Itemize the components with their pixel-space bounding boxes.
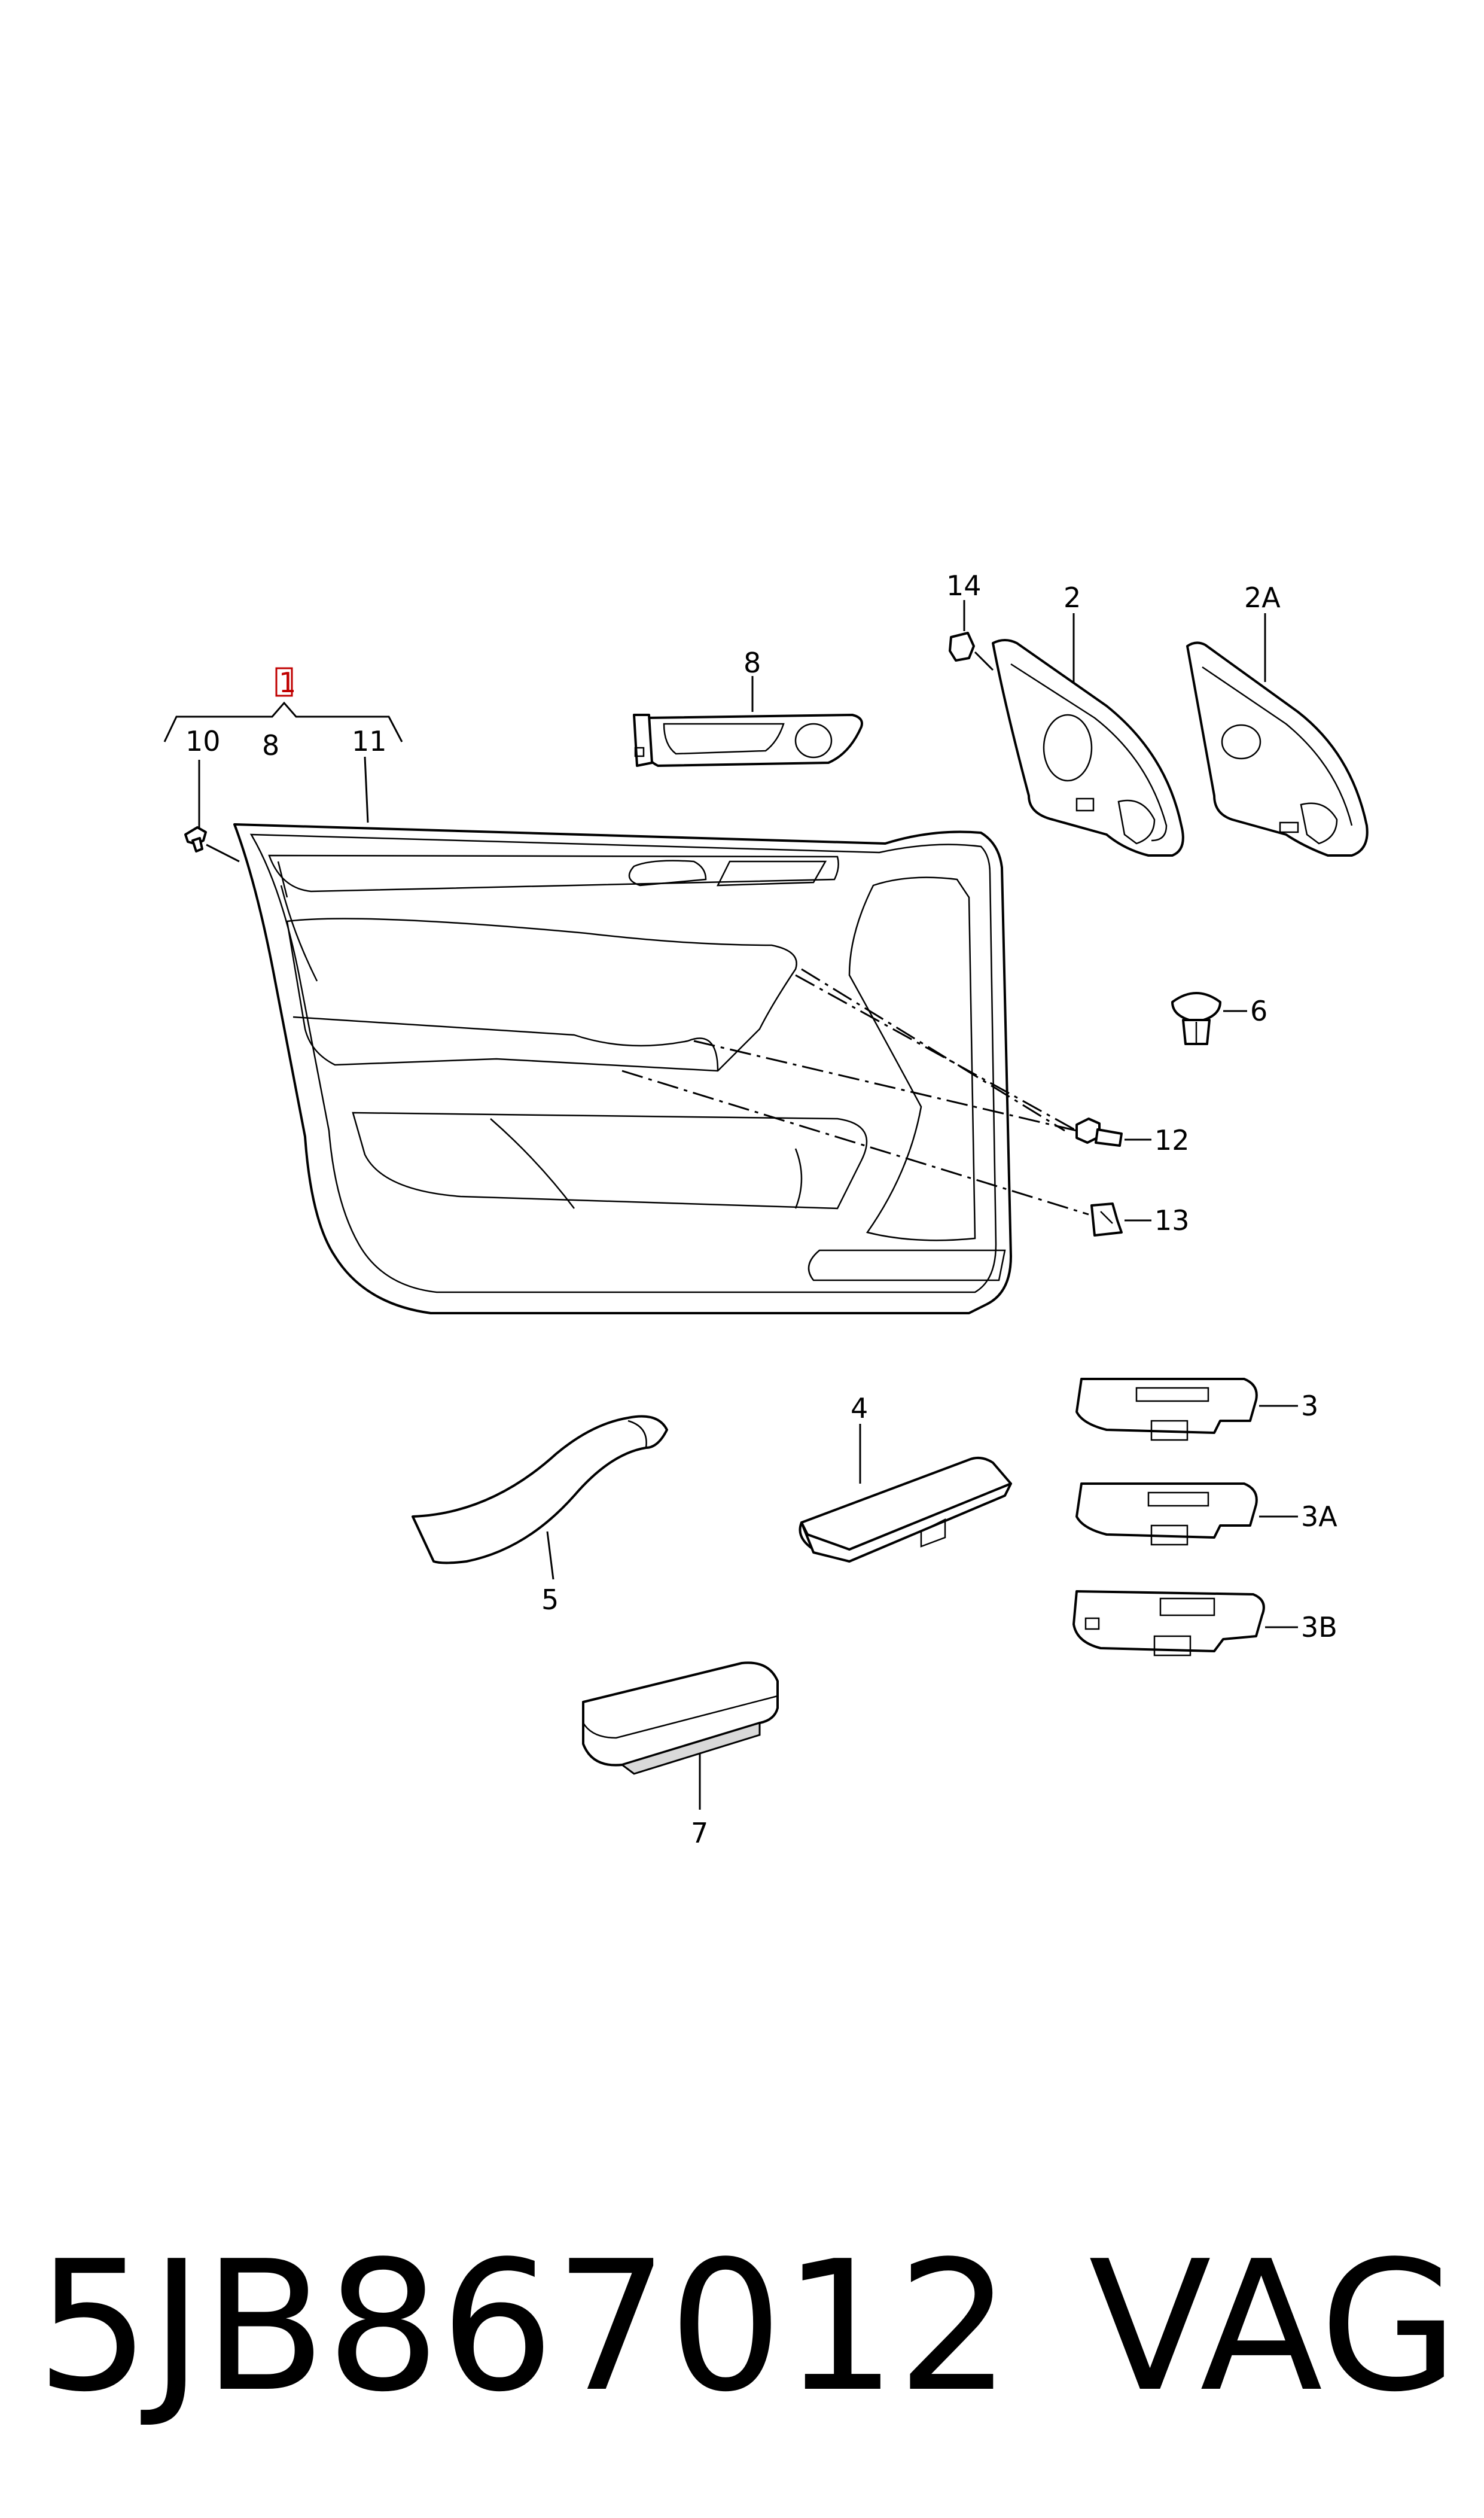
callout-12: 12 (1154, 1124, 1190, 1156)
switch-trim-part-3B: 3B (1072, 1590, 1337, 1657)
callout-1: 1 (279, 666, 296, 699)
callout-3: 3 (1301, 1390, 1318, 1422)
callout-13: 13 (1154, 1204, 1190, 1237)
callout-14: 14 (946, 570, 982, 602)
clip-part-10 (184, 760, 240, 863)
handle-trim-part-8: 8 (633, 647, 863, 767)
callout-3B: 3B (1301, 1611, 1337, 1643)
callout-4: 4 (851, 1392, 868, 1424)
group-bracket-1: 1 10 8 11 (163, 666, 403, 762)
callout-7: 7 (691, 1817, 708, 1849)
callout-11: 11 (352, 725, 387, 757)
armrest-cover-part-4: 4 (799, 1392, 1012, 1563)
callout-5: 5 (541, 1584, 559, 1616)
callout-2A: 2A (1244, 581, 1281, 614)
trim-strip-part-5: 5 (412, 1415, 668, 1616)
callout-8: 8 (743, 647, 761, 679)
footer: 5JB867012 VAG (0, 2213, 1484, 2441)
clip-part-14: 14 (946, 570, 994, 671)
clip-nut-part-13: 13 (621, 1070, 1190, 1237)
door-trim-panel-part-11 (233, 756, 1012, 1314)
screw-part-12: 12 (693, 968, 1190, 1156)
callout-8-group: 8 (262, 729, 279, 762)
part-number: 5JB867012 (36, 2222, 1011, 2431)
storage-tray-part-7: 7 (582, 1661, 779, 1849)
callout-10: 10 (185, 725, 221, 757)
callout-6: 6 (1250, 995, 1267, 1027)
triangle-trim-part-2A: 2A (1186, 581, 1369, 857)
brand-label: VAG (1089, 2222, 1459, 2431)
callout-3A: 3A (1301, 1500, 1337, 1533)
switch-trim-part-3A: 3A (1075, 1482, 1337, 1546)
callout-2: 2 (1064, 581, 1081, 614)
triangle-trim-part-2: 2 (992, 581, 1184, 857)
switch-trim-part-3: 3 (1075, 1378, 1318, 1441)
push-clip-part-6: 6 (1171, 992, 1267, 1045)
